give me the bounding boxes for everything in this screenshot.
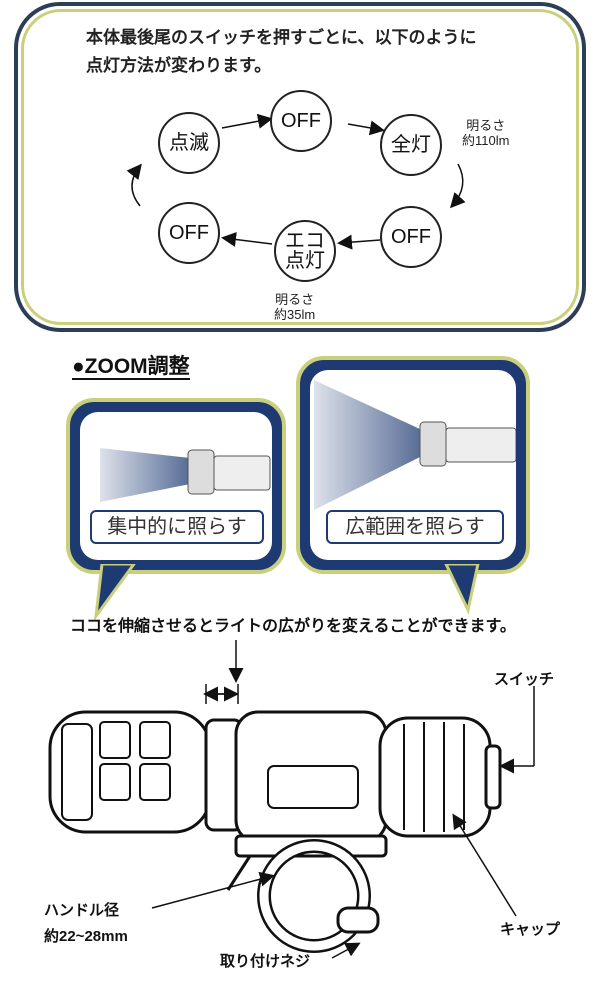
- mode-full-on: 全灯: [380, 114, 442, 176]
- mounting-screw-label: 取り付けネジ: [220, 953, 311, 970]
- intro-line-1: 本体最後尾のスイッチを押すごとに、以下のように: [86, 28, 477, 47]
- handle-diameter-value: 約22~28mm: [44, 928, 128, 945]
- mode-blink: 点滅: [158, 112, 220, 174]
- zoom-instruction: ココを伸縮させるとライトの広がりを変えることができます。: [70, 618, 516, 635]
- eco-brightness-label: 明るさ: [275, 292, 315, 307]
- mode-off-right: OFF: [380, 206, 442, 268]
- mode-eco-line2: 点灯: [285, 250, 325, 272]
- product-illustration: [48, 640, 535, 959]
- wide-bubble-tail: [444, 564, 480, 615]
- narrow-bubble-tail: [93, 564, 136, 622]
- cap-label: キャップ: [500, 921, 561, 938]
- wide-beam-bubble: 広範囲を照らす: [296, 356, 530, 574]
- full-brightness-label: 明るさ: [466, 118, 506, 133]
- zoom-heading-text: ●ZOOM調整: [72, 355, 190, 380]
- narrow-beam-caption: 集中的に照らす: [90, 510, 264, 544]
- mode-off-top: OFF: [270, 90, 332, 152]
- mode-intro-text: 本体最後尾のスイッチを押すごとに、以下のように 点灯方法が変わります。: [86, 24, 546, 80]
- eco-brightness-value: 約35lm: [274, 307, 316, 322]
- narrow-beam-svg: [100, 432, 271, 502]
- full-brightness-value: 約110lm: [462, 133, 510, 148]
- lighting-mode-panel: 本体最後尾のスイッチを押すごとに、以下のように 点灯方法が変わります。 OFF …: [14, 2, 586, 332]
- intro-line-2: 点灯方法が変わります。: [86, 56, 272, 75]
- mode-eco-line1: エコ: [285, 230, 325, 252]
- wide-beam-svg: [314, 380, 516, 510]
- wide-beam-caption: 広範囲を照らす: [326, 510, 504, 544]
- switch-label: スイッチ: [494, 671, 555, 688]
- mode-off-left: OFF: [158, 202, 220, 264]
- zoom-heading: ●ZOOM調整: [72, 350, 190, 380]
- handle-diameter-title: ハンドル径: [44, 902, 120, 919]
- handle-diameter-label: ハンドル径 約22~28mm: [44, 898, 128, 950]
- full-brightness-note: 明るさ 約110lm: [462, 118, 509, 148]
- mode-cycle-arrows: [126, 113, 466, 250]
- narrow-beam-bubble: 集中的に照らす: [66, 398, 286, 574]
- eco-brightness-note: 明るさ 約35lm: [274, 292, 315, 322]
- mode-eco: エコ 点灯: [274, 220, 336, 282]
